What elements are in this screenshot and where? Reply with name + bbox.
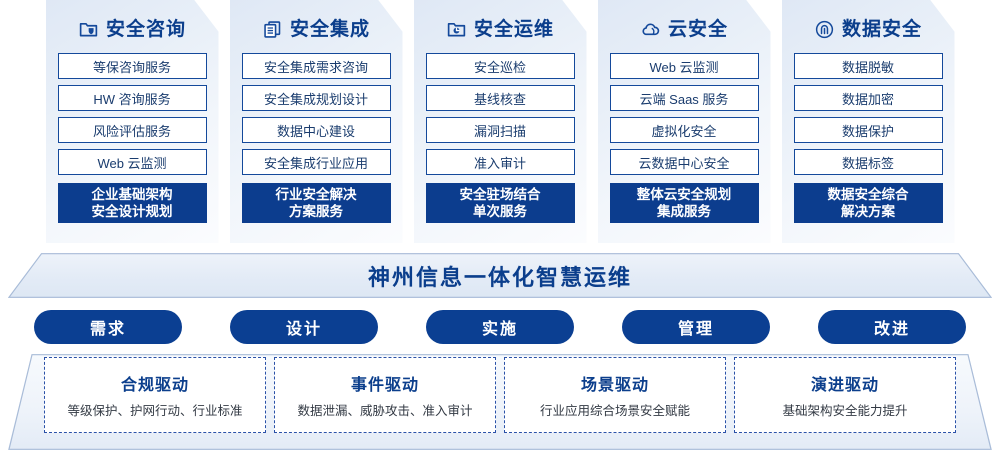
driver-card-compliance[interactable]: 合规驱动 等级保护、护网行动、行业标准 [44, 357, 266, 433]
fingerprint-icon [814, 19, 835, 40]
column-title: 安全运维 [473, 19, 554, 40]
column-items: 数据脱敏 数据加密 数据保护 数据标签 数据安全综合 解决方案 [782, 53, 955, 223]
phase-pill-requirements[interactable]: 需求 [34, 310, 182, 344]
highlight-line: 行业安全解决 [275, 187, 357, 202]
service-item[interactable]: 云端 Saas 服务 [609, 85, 759, 111]
service-columns: 安全咨询 等保咨询服务 HW 咨询服务 风险评估服务 Web 云监测 企业基础架… [45, 0, 955, 243]
highlight-line: 企业基础架构 [91, 187, 173, 202]
driver-subtitle: 等级保护、护网行动、行业标准 [67, 404, 243, 418]
highlight-line: 整体云安全规划 [636, 187, 732, 202]
service-item[interactable]: 风险评估服务 [57, 117, 207, 143]
folder-shield-icon [78, 19, 99, 40]
driver-subtitle: 数据泄漏、威胁攻击、准入审计 [297, 404, 473, 418]
phase-pill-design[interactable]: 设计 [230, 310, 378, 344]
driver-subtitle: 基础架构安全能力提升 [782, 404, 908, 418]
phase-pill-implementation[interactable]: 实施 [426, 310, 574, 344]
service-item[interactable]: 安全集成需求咨询 [241, 53, 391, 79]
column-highlight[interactable]: 数据安全综合 解决方案 [793, 183, 943, 223]
column-items: 等保咨询服务 HW 咨询服务 风险评估服务 Web 云监测 企业基础架构 安全设… [46, 53, 219, 223]
service-item[interactable]: Web 云监测 [609, 53, 759, 79]
service-item[interactable]: 安全集成规划设计 [241, 85, 391, 111]
service-item[interactable]: 安全巡检 [425, 53, 575, 79]
column-highlight[interactable]: 行业安全解决 方案服务 [241, 183, 391, 223]
monitor-chart-icon [446, 19, 467, 40]
driver-title: 合规驱动 [120, 377, 189, 394]
phase-pill-improvement[interactable]: 改进 [818, 310, 966, 344]
highlight-line: 集成服务 [657, 204, 711, 219]
service-column-security-integration[interactable]: 安全集成 安全集成需求咨询 安全集成规划设计 数据中心建设 安全集成行业应用 行… [229, 0, 403, 243]
column-header: 安全集成 [230, 0, 403, 53]
service-item[interactable]: 数据标签 [793, 149, 943, 175]
column-highlight[interactable]: 企业基础架构 安全设计规划 [57, 183, 207, 223]
driver-cards: 合规驱动 等级保护、护网行动、行业标准 事件驱动 数据泄漏、威胁攻击、准入审计 … [0, 354, 1000, 450]
column-highlight[interactable]: 安全驻场结合 单次服务 [425, 183, 575, 223]
highlight-line: 安全驻场结合 [459, 187, 541, 202]
column-header: 安全运维 [414, 0, 587, 53]
driver-card-incident[interactable]: 事件驱动 数据泄漏、威胁攻击、准入审计 [274, 357, 496, 433]
service-item[interactable]: 数据保护 [793, 117, 943, 143]
service-column-data-security[interactable]: 数据安全 数据脱敏 数据加密 数据保护 数据标签 数据安全综合 解决方案 [781, 0, 955, 243]
column-title: 数据安全 [841, 19, 922, 40]
platform-banner: 神州信息一体化智慧运维 [8, 253, 992, 298]
service-column-cloud-security[interactable]: 云安全 Web 云监测 云端 Saas 服务 虚拟化安全 云数据中心安全 整体云… [597, 0, 771, 243]
phase-pill-management[interactable]: 管理 [622, 310, 770, 344]
driver-title: 演进驱动 [810, 377, 879, 394]
driver-title: 事件驱动 [350, 377, 419, 394]
column-header: 安全咨询 [46, 0, 219, 53]
service-item[interactable]: 数据中心建设 [241, 117, 391, 143]
driver-title: 场景驱动 [580, 377, 649, 394]
service-column-security-operations[interactable]: 安全运维 安全巡检 基线核查 漏洞扫描 准入审计 安全驻场结合 单次服务 [413, 0, 587, 243]
column-header: 云安全 [598, 0, 771, 53]
service-column-security-consulting[interactable]: 安全咨询 等保咨询服务 HW 咨询服务 风险评估服务 Web 云监测 企业基础架… [45, 0, 219, 243]
column-items: 安全巡检 基线核查 漏洞扫描 准入审计 安全驻场结合 单次服务 [414, 53, 587, 223]
column-header: 数据安全 [782, 0, 955, 53]
platform-banner-title: 神州信息一体化智慧运维 [367, 264, 632, 290]
column-title: 云安全 [667, 19, 728, 40]
service-item[interactable]: 等保咨询服务 [57, 53, 207, 79]
column-highlight[interactable]: 整体云安全规划 集成服务 [609, 183, 759, 223]
highlight-line: 方案服务 [289, 204, 343, 219]
stacked-documents-icon [262, 19, 283, 40]
service-item[interactable]: 云数据中心安全 [609, 149, 759, 175]
driver-card-evolution[interactable]: 演进驱动 基础架构安全能力提升 [734, 357, 956, 433]
service-item[interactable]: 漏洞扫描 [425, 117, 575, 143]
highlight-line: 安全设计规划 [91, 204, 173, 219]
phase-pills: 需求 设计 实施 管理 改进 [0, 310, 1000, 346]
highlight-line: 解决方案 [841, 204, 895, 219]
service-item[interactable]: Web 云监测 [57, 149, 207, 175]
service-item[interactable]: 准入审计 [425, 149, 575, 175]
highlight-line: 单次服务 [473, 204, 527, 219]
driver-subtitle: 行业应用综合场景安全赋能 [539, 404, 690, 418]
service-item[interactable]: HW 咨询服务 [57, 85, 207, 111]
highlight-line: 数据安全综合 [827, 187, 909, 202]
column-title: 安全集成 [289, 19, 370, 40]
service-item[interactable]: 虚拟化安全 [609, 117, 759, 143]
service-item[interactable]: 基线核查 [425, 85, 575, 111]
cloud-icon [640, 19, 661, 40]
service-item[interactable]: 数据脱敏 [793, 53, 943, 79]
column-items: Web 云监测 云端 Saas 服务 虚拟化安全 云数据中心安全 整体云安全规划… [598, 53, 771, 223]
service-item[interactable]: 数据加密 [793, 85, 943, 111]
driver-card-scenario[interactable]: 场景驱动 行业应用综合场景安全赋能 [504, 357, 726, 433]
column-title: 安全咨询 [105, 19, 186, 40]
service-item[interactable]: 安全集成行业应用 [241, 149, 391, 175]
column-items: 安全集成需求咨询 安全集成规划设计 数据中心建设 安全集成行业应用 行业安全解决… [230, 53, 403, 223]
